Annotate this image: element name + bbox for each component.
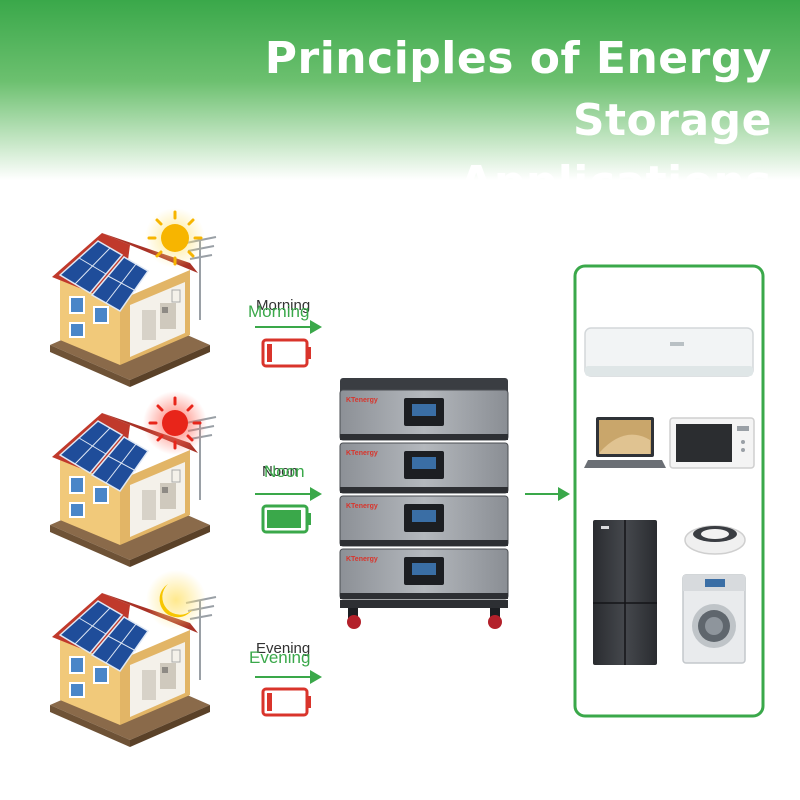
arrow-to-appliances (525, 487, 570, 501)
title-line-1: Principles of Energy Storage (264, 33, 772, 146)
battery-morning-icon (261, 338, 311, 368)
arrow-noon (255, 487, 322, 501)
air-conditioner-icon (584, 327, 754, 377)
battery-noon-icon (261, 504, 311, 534)
label-noon-small: Noon (262, 463, 298, 480)
sun-yellow-icon (145, 208, 205, 268)
arrow-morning (255, 320, 322, 334)
label-evening: Evening (249, 648, 311, 667)
battery-stack (339, 378, 509, 629)
label-evening-small: Evening (256, 640, 311, 657)
header-banner (0, 0, 800, 180)
refrigerator-icon (593, 520, 657, 665)
laptop-icon (584, 417, 666, 468)
page-title: Principles of Energy Storage Application… (72, 28, 772, 214)
robot-vacuum-icon (684, 525, 746, 555)
appliances-frame (573, 264, 765, 718)
sun-red-icon (143, 391, 207, 455)
washing-machine-icon (682, 574, 746, 664)
battery-evening-icon (261, 687, 311, 717)
title-line-2: Applications (459, 157, 772, 208)
label-morning-small: Morning (256, 297, 311, 314)
label-morning: Morning (248, 302, 310, 321)
label-noon: Noon (264, 462, 305, 481)
arrow-evening (255, 670, 322, 684)
microwave-icon (669, 417, 755, 469)
moon-icon (146, 570, 206, 630)
